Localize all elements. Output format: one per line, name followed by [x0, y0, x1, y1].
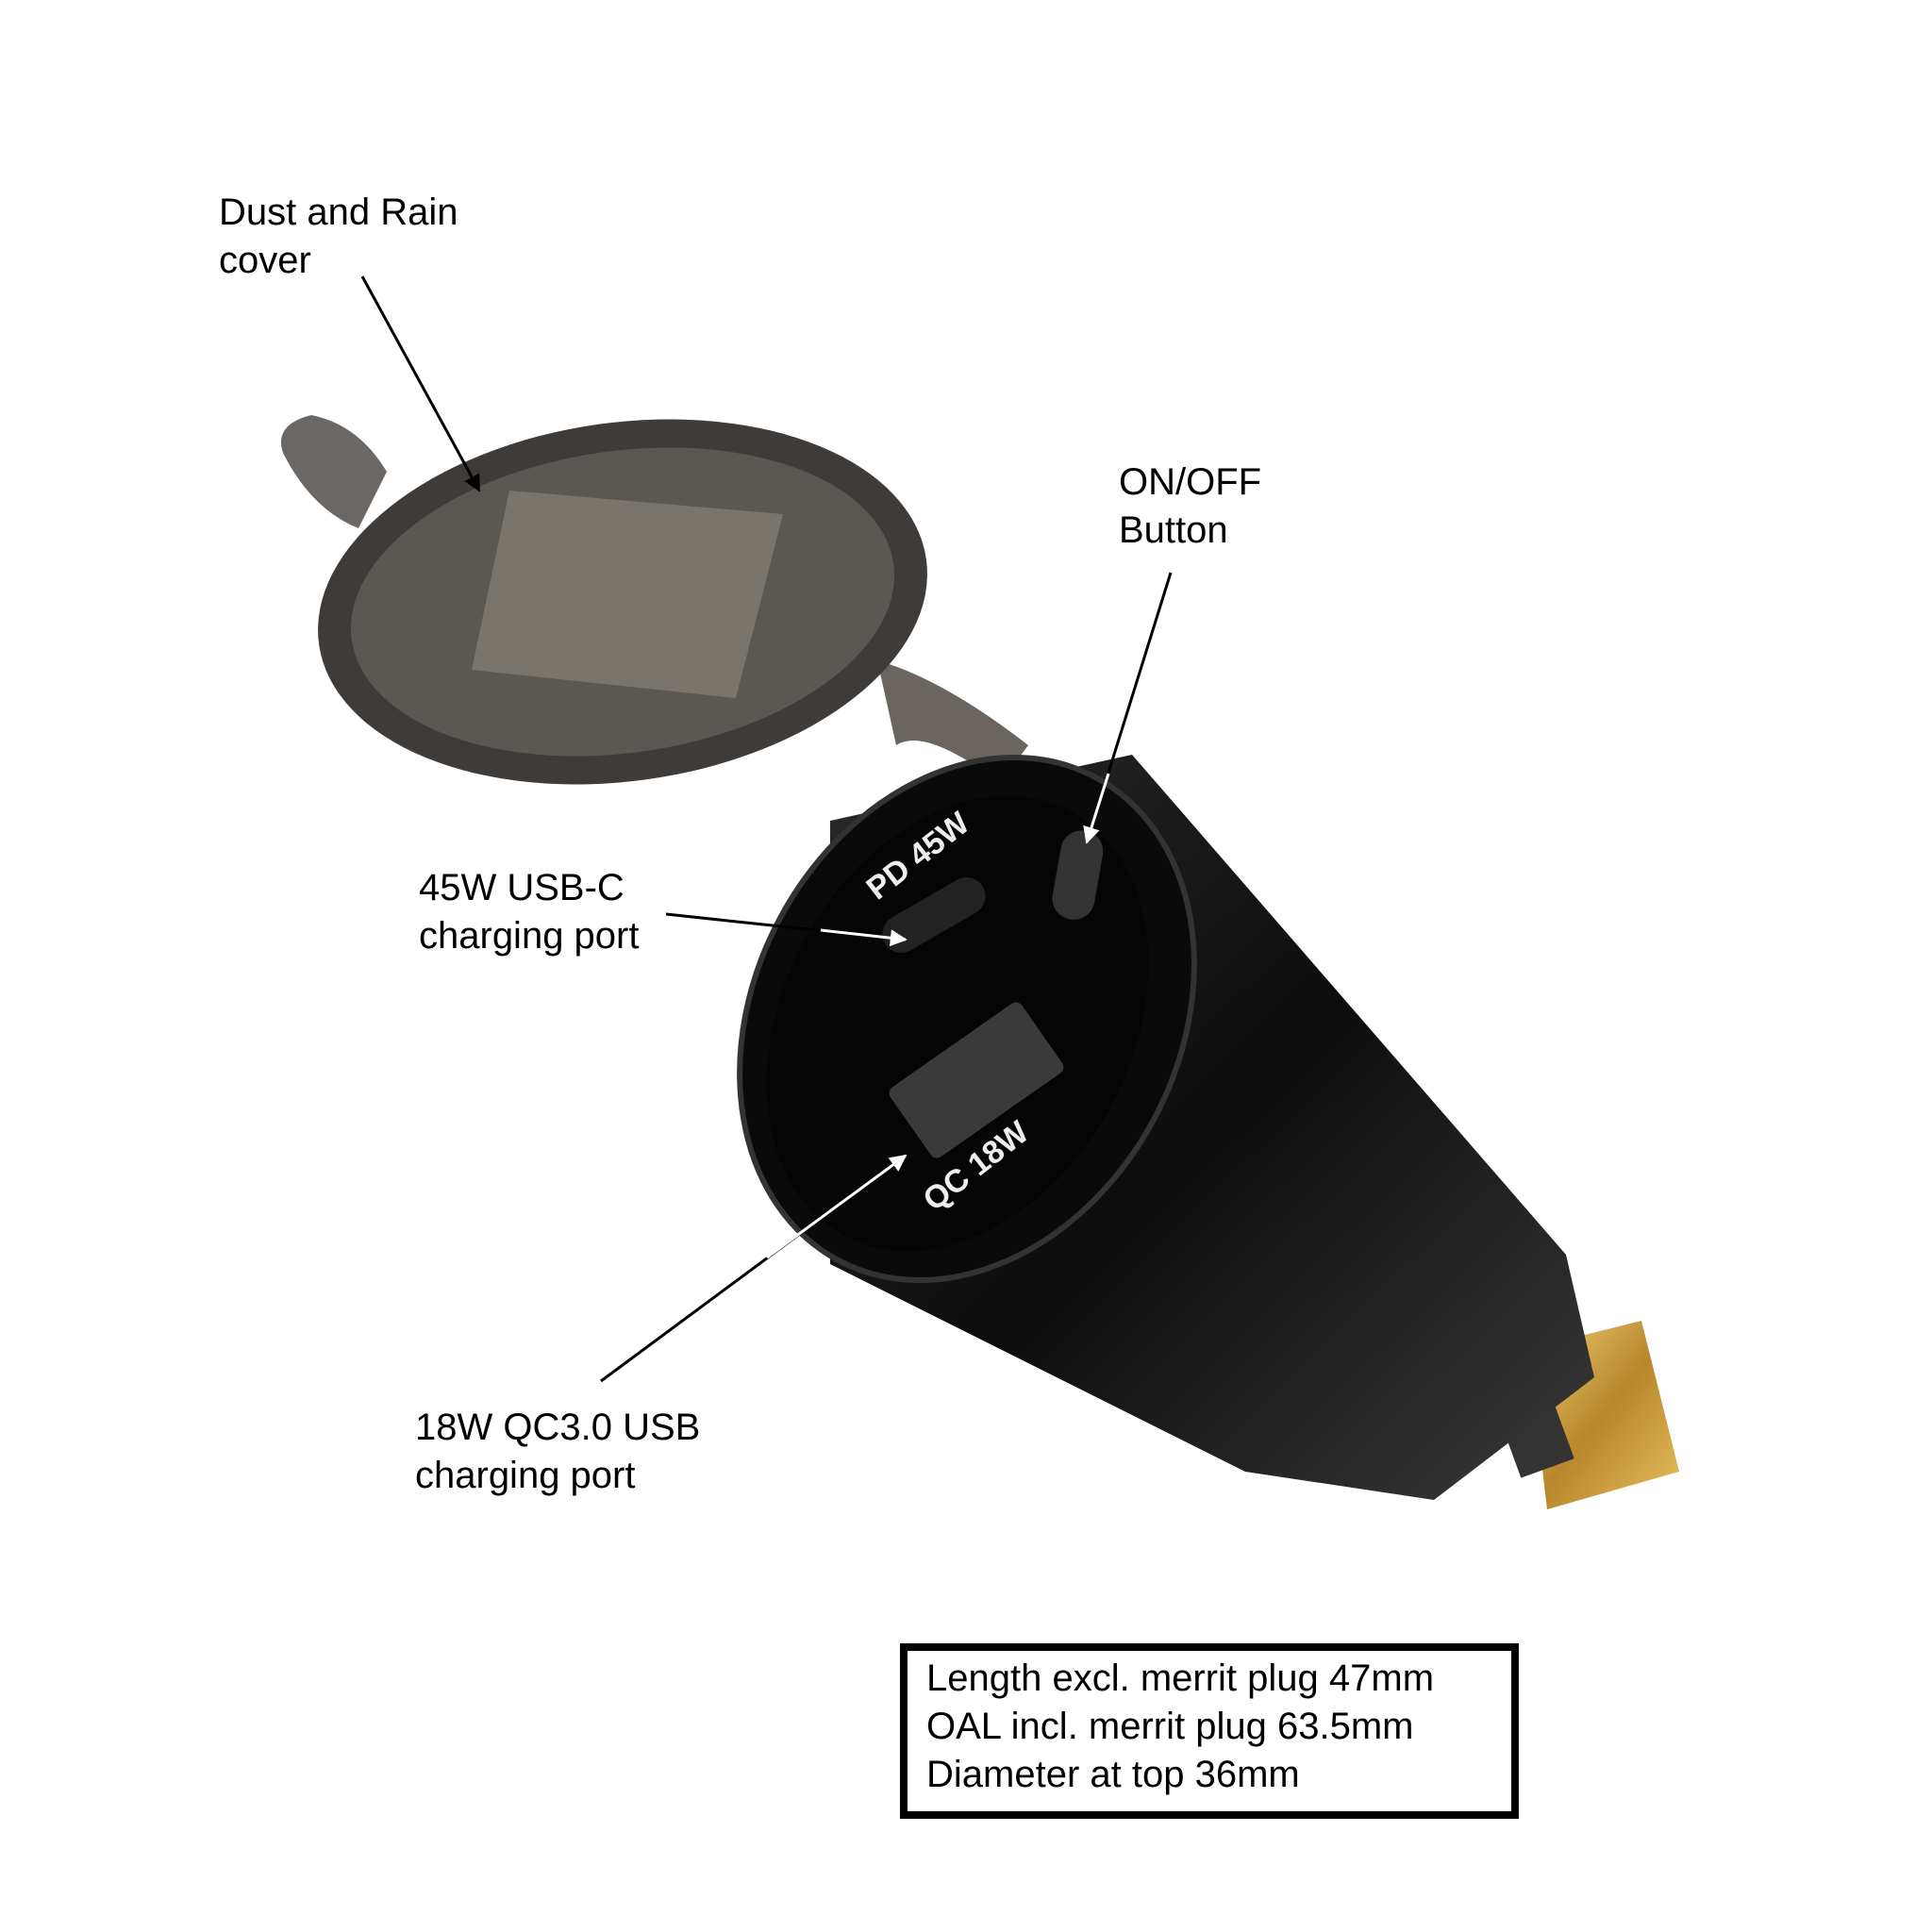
usb-c-port [882, 877, 986, 953]
socket-body: PD 45W QC 18W [737, 755, 1594, 1500]
spec-diameter: Diameter at top 36mm [926, 1754, 1300, 1795]
spec-length: Length excl. merrit plug 47mm [926, 1657, 1435, 1699]
spec-oal: OAL incl. merrit plug 63.5mm [926, 1706, 1414, 1747]
dust-cover [281, 415, 1028, 785]
specs-box: Length excl. merrit plug 47mm OAL incl. … [900, 1643, 1519, 1819]
on-off-button [1052, 830, 1104, 920]
cover-arrow [360, 275, 481, 492]
usb-a-port [889, 1002, 1064, 1158]
